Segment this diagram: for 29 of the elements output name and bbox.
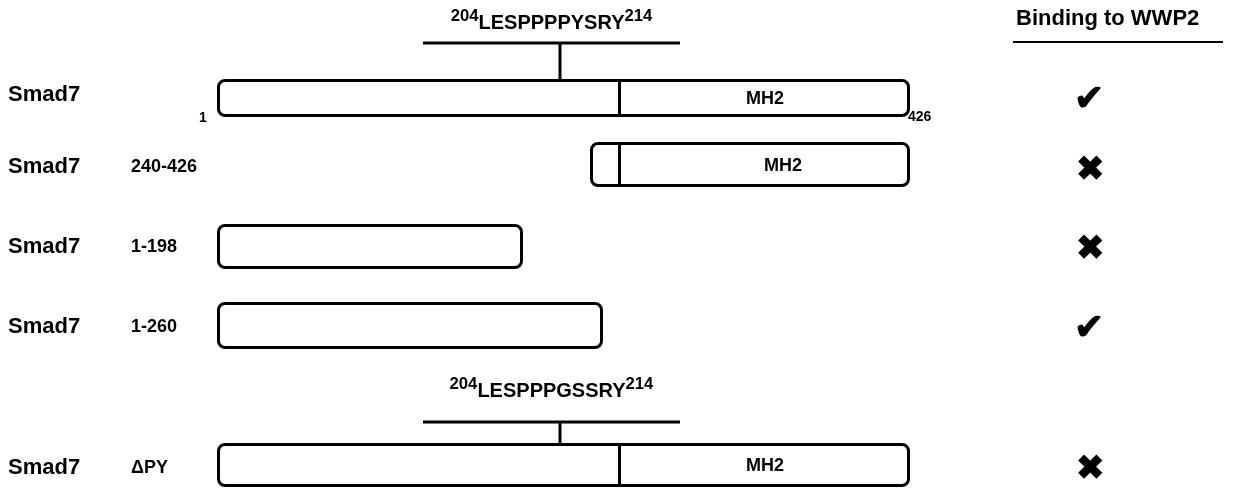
protein-bar [217, 79, 910, 117]
sequence-label: $^{204}$LESPPPPYSRY$^{214}$ [420, 4, 683, 43]
residue-range: 1-260 [131, 317, 178, 337]
binding-mark: ✔ [1074, 78, 1104, 118]
sequence-label: $^{204}$LESPPPGSSRY$^{214}$ [420, 372, 683, 422]
protein-bar [217, 224, 523, 269]
residue-range: ΔPY [131, 458, 168, 478]
binding-mark: ✔ [1074, 307, 1104, 347]
binding-mark: ✖ [1076, 449, 1104, 487]
construct-name: Smad7 [8, 234, 81, 259]
column-header: Binding to WWP2 [1016, 6, 1200, 31]
domain-label: MH2 [746, 87, 784, 109]
protein-bar [217, 443, 910, 487]
residue-number: 426 [908, 109, 932, 125]
binding-mark: ✖ [1076, 150, 1104, 188]
construct-name: Smad7 [8, 455, 81, 480]
domain-label: MH2 [764, 154, 802, 175]
domain-label: MH2 [746, 454, 784, 476]
leader-line [421, 41, 682, 81]
residue-range: 1-198 [131, 237, 178, 257]
construct-name: Smad7 [8, 314, 81, 339]
residue-range: 240-426 [131, 157, 198, 177]
residue-number: 1 [199, 110, 207, 126]
protein-bar [590, 142, 910, 187]
construct-name: Smad7 [8, 82, 81, 107]
binding-mark: ✖ [1076, 229, 1104, 267]
protein-bar [217, 302, 603, 349]
leader-line [421, 420, 682, 445]
construct-name: Smad7 [8, 154, 81, 179]
